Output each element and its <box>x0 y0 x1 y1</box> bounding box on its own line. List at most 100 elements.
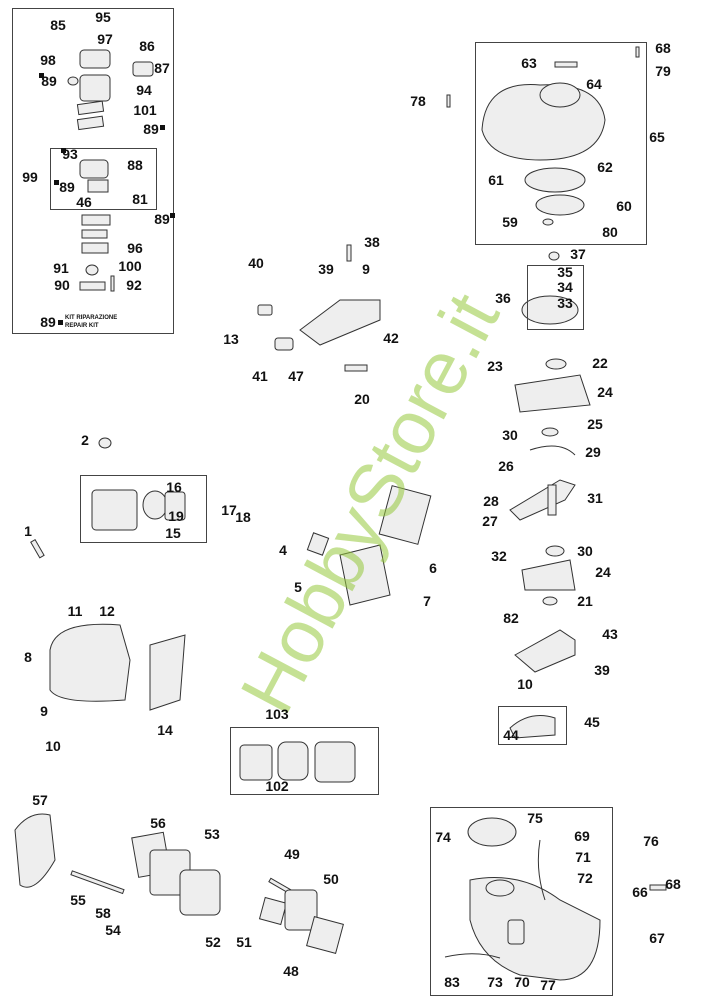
part-number-label: 5 <box>294 579 302 595</box>
part-number-label: 2 <box>81 432 89 448</box>
part-number-label: 100 <box>118 258 142 274</box>
part-number-label: 31 <box>587 490 603 506</box>
part-number-label: 91 <box>53 260 69 276</box>
part-number-label: 28 <box>483 493 499 509</box>
part-number-label: 69 <box>574 828 590 844</box>
carburetor-body-frame <box>50 148 157 210</box>
part-number-label: 77 <box>540 977 556 993</box>
part-number-label: 92 <box>126 277 142 293</box>
part-number-label: 66 <box>632 884 648 900</box>
part-number-label: 19 <box>168 508 184 524</box>
part-number-label: 22 <box>592 355 608 371</box>
part-number-label: 8 <box>24 649 32 665</box>
part-number-label: 94 <box>136 82 152 98</box>
part-number-label: 35 <box>557 264 573 280</box>
part-number-label: 10 <box>517 676 533 692</box>
kit-marker <box>54 180 59 185</box>
part-number-label: 18 <box>235 509 251 525</box>
part-number-label: 89 <box>154 211 170 227</box>
carburetor-kit-frame <box>12 8 174 334</box>
part-number-label: 54 <box>105 922 121 938</box>
part-number-label: 15 <box>165 525 181 541</box>
part-number-label: 70 <box>514 974 530 990</box>
part-number-label: 59 <box>502 214 518 230</box>
part-number-label: 89 <box>59 179 75 195</box>
part-number-label: 6 <box>429 560 437 576</box>
part-number-label: 74 <box>435 829 451 845</box>
part-number-label: 68 <box>655 40 671 56</box>
kit-note-line2: REPAIR KIT <box>65 323 99 329</box>
intake-parts <box>14 813 344 954</box>
part-number-label: 103 <box>265 706 289 722</box>
part-number-label: 93 <box>62 146 78 162</box>
part-number-label: 90 <box>54 277 70 293</box>
part-number-label: 41 <box>252 368 268 384</box>
part-number-label: 34 <box>557 279 573 295</box>
kit-marker <box>58 320 63 325</box>
kit-marker <box>170 213 175 218</box>
part-number-label: 51 <box>236 934 252 950</box>
part-number-label: 75 <box>527 810 543 826</box>
part-number-label: 30 <box>502 427 518 443</box>
part-number-label: 52 <box>205 934 221 950</box>
part-number-label: 14 <box>157 722 173 738</box>
part-number-label: 44 <box>503 727 519 743</box>
part-number-label: 76 <box>643 833 659 849</box>
part-number-label: 89 <box>143 121 159 137</box>
part-number-label: 96 <box>127 240 143 256</box>
part-number-label: 62 <box>597 159 613 175</box>
part-number-label: 55 <box>70 892 86 908</box>
part-number-label: 38 <box>364 234 380 250</box>
part-number-label: 27 <box>482 513 498 529</box>
engine-parts <box>509 251 591 739</box>
starter-frame <box>475 42 647 245</box>
part-number-label: 72 <box>577 870 593 886</box>
fuel-tank-frame <box>430 807 613 996</box>
part-number-label: 87 <box>154 60 170 76</box>
part-number-label: 12 <box>99 603 115 619</box>
part-number-label: 49 <box>284 846 300 862</box>
kit-marker <box>61 148 66 153</box>
part-number-label: 56 <box>150 815 166 831</box>
part-number-label: 71 <box>575 849 591 865</box>
starter-parts <box>446 46 640 226</box>
part-number-label: 82 <box>503 610 519 626</box>
part-number-label: 48 <box>283 963 299 979</box>
part-number-label: 33 <box>557 295 573 311</box>
ignition-parts <box>257 244 381 372</box>
part-number-label: 43 <box>602 626 618 642</box>
part-number-label: 68 <box>665 876 681 892</box>
part-number-label: 61 <box>488 172 504 188</box>
part-number-label: 11 <box>67 603 83 619</box>
part-number-label: 39 <box>318 261 334 277</box>
part-number-label: 80 <box>602 224 618 240</box>
part-number-label: 88 <box>127 157 143 173</box>
part-number-label: 23 <box>487 358 503 374</box>
part-number-label: 58 <box>95 905 111 921</box>
part-number-label: 24 <box>595 564 611 580</box>
part-number-label: 24 <box>597 384 613 400</box>
part-number-label: 40 <box>248 255 264 271</box>
part-number-label: 26 <box>498 458 514 474</box>
clutch-frame <box>498 706 567 745</box>
part-number-label: 9 <box>362 261 370 277</box>
part-number-label: 53 <box>204 826 220 842</box>
part-number-label: 98 <box>40 52 56 68</box>
part-number-label: 83 <box>444 974 460 990</box>
cover-parts <box>49 623 356 783</box>
part-number-label: 99 <box>22 169 38 185</box>
part-number-label: 29 <box>585 444 601 460</box>
part-number-label: 89 <box>40 314 56 330</box>
part-number-label: 10 <box>45 738 61 754</box>
carburetor-parts <box>67 49 154 292</box>
part-number-label: 79 <box>655 63 671 79</box>
part-number-label: 63 <box>521 55 537 71</box>
flywheel-frame <box>527 265 584 330</box>
part-number-label: 81 <box>132 191 148 207</box>
part-number-label: 47 <box>288 368 304 384</box>
part-number-label: 97 <box>97 31 113 47</box>
part-number-label: 85 <box>50 17 66 33</box>
part-number-label: 21 <box>577 593 593 609</box>
